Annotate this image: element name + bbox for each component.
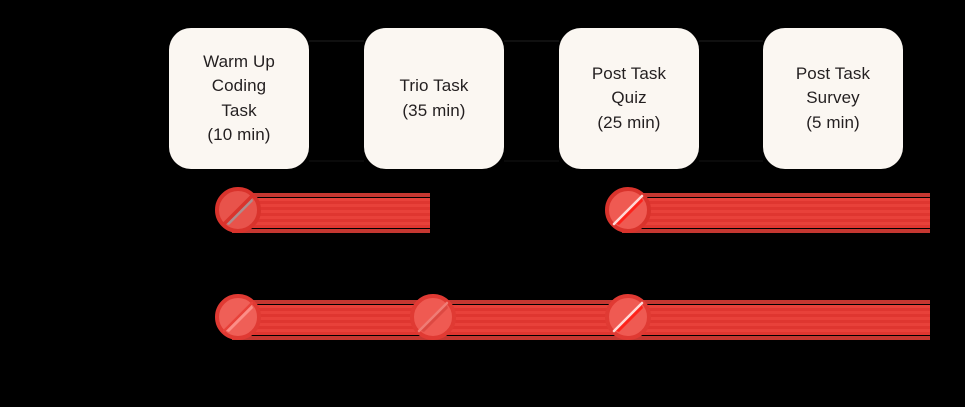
redaction-row-1 bbox=[0, 185, 965, 241]
redaction-bar-1b bbox=[622, 193, 930, 233]
no-entry-icon-1a[interactable] bbox=[213, 185, 263, 235]
phase-label-warm-up-coding-task: Warm Up Coding Task (10 min) bbox=[203, 52, 275, 144]
phase-box-post-task-survey[interactable]: Post Task Survey (5 min) bbox=[763, 28, 903, 169]
connector-warmup-trio bbox=[309, 40, 364, 42]
phase-box-trio-task[interactable]: Trio Task (35 min) bbox=[364, 28, 504, 169]
phase-box-warm-up-coding-task[interactable]: Warm Up Coding Task (10 min) bbox=[169, 28, 309, 169]
phase-box-row: Warm Up Coding Task (10 min) Trio Task (… bbox=[0, 28, 965, 173]
connector-quiz-survey-lower bbox=[699, 160, 763, 162]
phase-label-post-task-quiz: Post Task Quiz (25 min) bbox=[591, 64, 667, 132]
no-entry-icon-2c[interactable] bbox=[603, 292, 653, 342]
connector-trio-quiz-lower bbox=[504, 160, 559, 162]
phase-label-trio-task: Trio Task (35 min) bbox=[399, 76, 469, 120]
redaction-bar-2a bbox=[232, 300, 930, 340]
no-entry-icon-1b[interactable] bbox=[603, 185, 653, 235]
no-entry-icon-2a[interactable] bbox=[213, 292, 263, 342]
redaction-row-2 bbox=[0, 292, 965, 348]
no-entry-icon-2b[interactable] bbox=[408, 292, 458, 342]
connector-trio-quiz bbox=[504, 40, 559, 42]
connector-quiz-survey bbox=[699, 40, 763, 42]
redaction-bar-1a bbox=[232, 193, 430, 233]
connector-warmup-trio-lower bbox=[309, 160, 364, 162]
phase-label-post-task-survey: Post Task Survey (5 min) bbox=[795, 64, 871, 132]
phase-box-post-task-quiz[interactable]: Post Task Quiz (25 min) bbox=[559, 28, 699, 169]
